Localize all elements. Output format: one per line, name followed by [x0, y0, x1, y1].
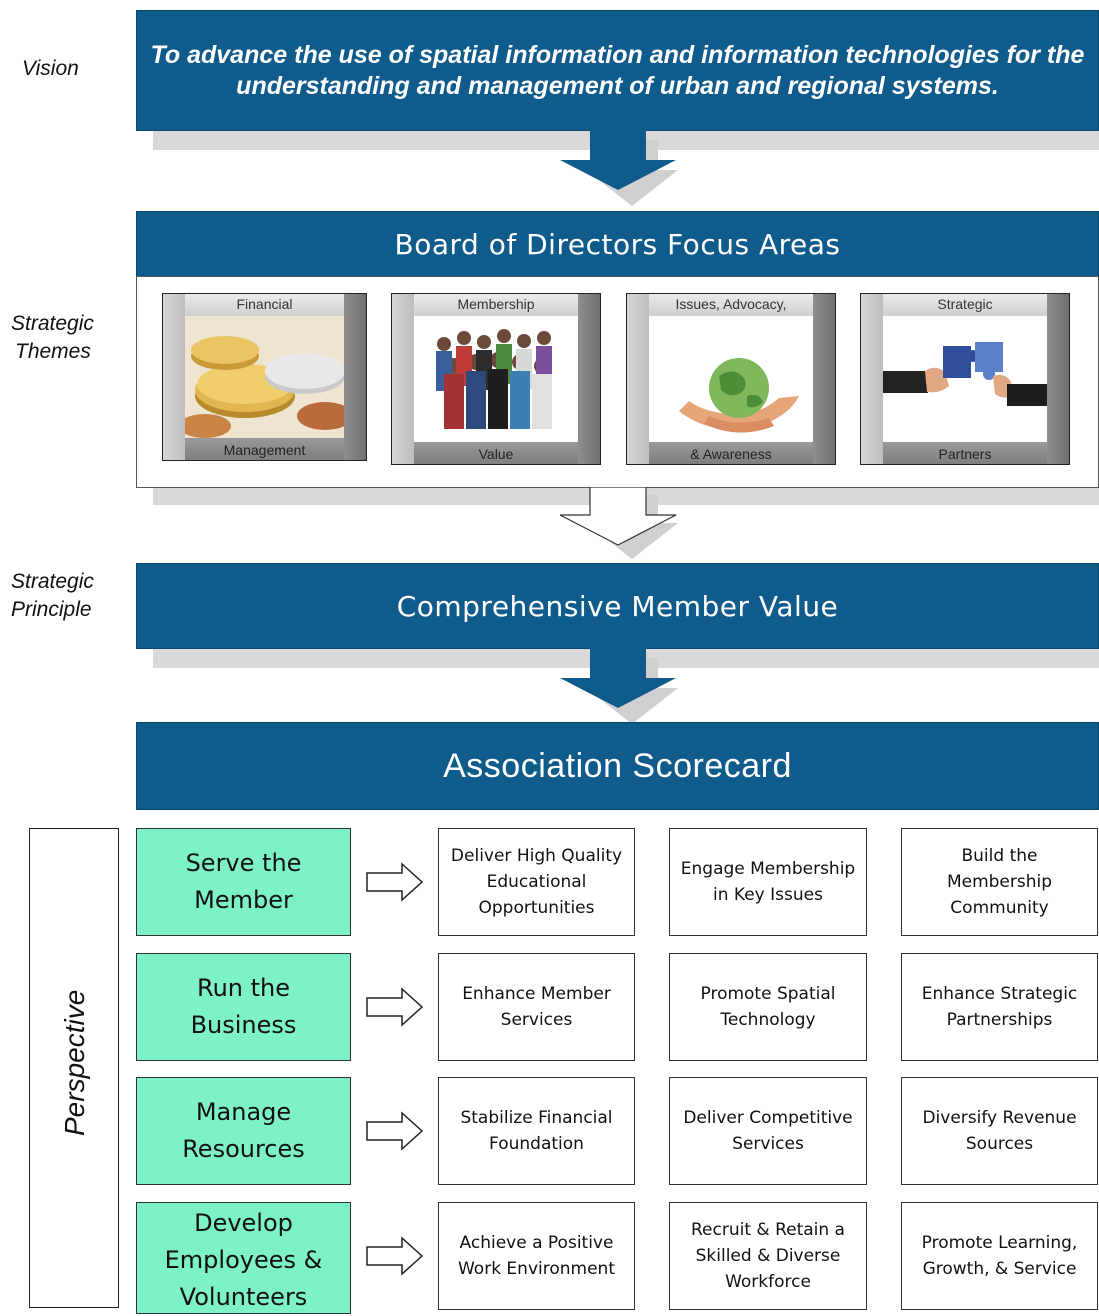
- vision-label: Vision: [22, 57, 79, 80]
- objective-3-3: Diversify Revenue Sources: [901, 1077, 1098, 1185]
- theme-strategic-partners: Strategic Partners: [860, 293, 1070, 465]
- theme-issues-advocacy-awareness: Issues, Advocacy, & Awareness: [626, 293, 836, 465]
- theme-3-top-label: Issues, Advocacy,: [675, 296, 787, 312]
- down-arrow-2-icon: [560, 487, 678, 559]
- perspective-column: [29, 828, 119, 1308]
- theme-2-bottom-label: Value: [478, 446, 514, 462]
- strategic-themes-label-line1: Strategic: [11, 312, 94, 335]
- puzzle-pieces-hands-image: [883, 316, 1047, 442]
- right-arrow-4-icon: [366, 1236, 424, 1276]
- theme-3-bottom-label: & Awareness: [690, 446, 772, 462]
- scorecard-band: Association Scorecard: [136, 722, 1099, 810]
- theme-1-top-label: Financial: [236, 296, 293, 312]
- objective-2-2: Promote Spatial Technology: [669, 953, 867, 1061]
- strategic-principle-label: Strategic Principle: [11, 568, 94, 624]
- strategic-principle-label-line1: Strategic: [11, 570, 94, 593]
- objective-2-1: Enhance Member Services: [438, 953, 635, 1061]
- theme-4-bottom-label: Partners: [938, 446, 992, 462]
- objective-3-2: Deliver Competitive Services: [669, 1077, 867, 1185]
- vision-band: To advance the use of spatial informatio…: [136, 10, 1099, 131]
- strategic-themes-label: Strategic Themes: [11, 310, 94, 366]
- perspective-label: Perspective: [59, 989, 90, 1136]
- down-arrow-1-icon: [560, 130, 678, 206]
- right-arrow-1-icon: [366, 862, 424, 902]
- coins-image: [185, 316, 344, 438]
- objective-1-2: Engage Membership in Key Issues: [669, 828, 867, 936]
- objective-1-3: Build the Membership Community: [901, 828, 1098, 936]
- objective-4-1: Achieve a Positive Work Environment: [438, 1202, 635, 1310]
- objective-4-2: Recruit & Retain a Skilled & Diverse Wor…: [669, 1202, 867, 1310]
- scorecard-title: Association Scorecard: [443, 746, 792, 785]
- theme-1-bottom-label: Management: [223, 442, 306, 458]
- objective-1-1: Deliver High Quality Educational Opportu…: [438, 828, 635, 936]
- right-arrow-3-icon: [366, 1111, 424, 1151]
- objective-4-3: Promote Learning, Growth, & Service: [901, 1202, 1098, 1310]
- vision-statement: To advance the use of spatial informatio…: [150, 40, 1085, 100]
- strategic-themes-label-line2: Themes: [15, 340, 91, 363]
- objective-3-1: Stabilize Financial Foundation: [438, 1077, 635, 1185]
- theme-membership-value: Membership Value: [391, 293, 601, 465]
- perspective-develop-employees-volunteers: Develop Employees & Volunteers: [136, 1202, 351, 1314]
- strategic-principle-label-line2: Principle: [11, 598, 92, 621]
- theme-4-top-label: Strategic: [937, 296, 993, 312]
- focus-areas-title: Board of Directors Focus Areas: [394, 227, 841, 261]
- perspective-run-the-business: Run the Business: [136, 953, 351, 1061]
- objective-2-3: Enhance Strategic Partnerships: [901, 953, 1098, 1061]
- perspective-manage-resources: Manage Resources: [136, 1077, 351, 1185]
- group-of-people-image: [414, 316, 578, 442]
- right-arrow-2-icon: [366, 987, 424, 1027]
- globe-in-hands-image: [649, 316, 813, 442]
- principle-band: Comprehensive Member Value: [136, 563, 1099, 649]
- principle-title: Comprehensive Member Value: [396, 589, 839, 623]
- perspective-serve-the-member: Serve the Member: [136, 828, 351, 936]
- theme-2-top-label: Membership: [457, 296, 535, 312]
- theme-financial-management: Financial Management: [162, 293, 367, 461]
- focus-areas-header: Board of Directors Focus Areas: [136, 211, 1099, 277]
- down-arrow-3-icon: [560, 648, 678, 724]
